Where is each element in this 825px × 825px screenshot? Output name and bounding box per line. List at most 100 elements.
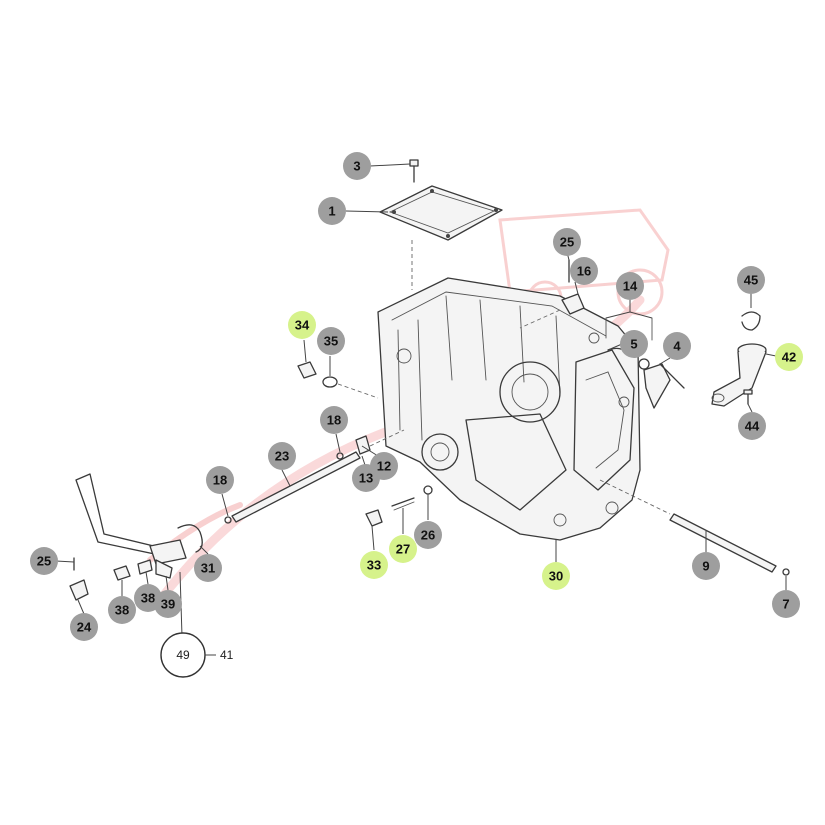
callout-badge xyxy=(737,266,765,294)
callout-26: 26 xyxy=(414,521,442,549)
callout-label: 26 xyxy=(421,528,435,543)
elbow-pipe xyxy=(711,311,767,407)
callout-badge xyxy=(154,590,182,618)
callout-label: 27 xyxy=(396,542,410,557)
callout-badge xyxy=(70,613,98,641)
small-fittings xyxy=(365,485,433,527)
cover-bolt xyxy=(409,159,419,183)
callout-label: 16 xyxy=(577,264,591,279)
shaft-23 xyxy=(224,429,405,524)
callout-label: 4 xyxy=(673,339,681,354)
callout-badge xyxy=(288,311,316,339)
callout-31: 31 xyxy=(194,554,222,582)
callout-badge xyxy=(616,272,644,300)
callout-9: 9 xyxy=(692,552,720,580)
callout-label: 35 xyxy=(324,334,338,349)
callout-label: 44 xyxy=(745,419,760,434)
callout-label: 14 xyxy=(623,279,638,294)
callout-badge xyxy=(343,152,371,180)
cover-plate xyxy=(379,185,503,290)
callout-badge xyxy=(317,327,345,355)
shaft-9 xyxy=(599,479,790,576)
transmission-case xyxy=(377,277,641,541)
callout-badge xyxy=(414,521,442,549)
callout-badge xyxy=(30,547,58,575)
callout-badge xyxy=(318,197,346,225)
shift-fork-assembly xyxy=(605,317,685,409)
callout-45: 45 xyxy=(737,266,765,294)
callout-label: 39 xyxy=(161,597,175,612)
callout-label: 18 xyxy=(213,473,227,488)
callout-badge xyxy=(738,412,766,440)
callout-badge xyxy=(194,554,222,582)
callout-label: 25 xyxy=(560,235,574,250)
callout-label: 7 xyxy=(782,597,789,612)
callout-25: 25 xyxy=(553,228,581,256)
callout-badge xyxy=(108,596,136,624)
callout-badge xyxy=(663,332,691,360)
callout-badge xyxy=(620,330,648,358)
callout-label: 45 xyxy=(744,273,758,288)
callout-label: 34 xyxy=(295,318,310,333)
callout-badge xyxy=(772,590,800,618)
callout-label: 13 xyxy=(359,471,373,486)
callout-33: 33 xyxy=(360,551,388,579)
callout-16: 16 xyxy=(570,257,598,285)
assembly-callout: 49 41 xyxy=(160,632,234,678)
callout-24: 24 xyxy=(70,613,98,641)
callout-label: 25 xyxy=(37,554,51,569)
callout-13: 13 xyxy=(352,464,380,492)
callout-label: 42 xyxy=(782,350,796,365)
callout-14: 14 xyxy=(616,272,644,300)
callout-18: 18 xyxy=(206,466,234,494)
callout-label: 9 xyxy=(702,559,709,574)
callout-label: 38 xyxy=(115,603,129,618)
callout-badge xyxy=(360,551,388,579)
callout-badge xyxy=(570,257,598,285)
callout-label: 18 xyxy=(327,413,341,428)
callout-23: 23 xyxy=(268,442,296,470)
callout-label: 30 xyxy=(549,569,563,584)
callout-5: 5 xyxy=(620,330,648,358)
callout-badge xyxy=(542,562,570,590)
callout-34: 34 xyxy=(288,311,316,339)
callout-18: 18 xyxy=(320,406,348,434)
callout-44: 44 xyxy=(738,412,766,440)
assembly-leader-label: 41 xyxy=(220,648,234,662)
callout-badge xyxy=(389,535,417,563)
callout-4: 4 xyxy=(663,332,691,360)
callout-25: 25 xyxy=(30,547,58,575)
callout-label: 24 xyxy=(77,620,92,635)
callout-label: 1 xyxy=(328,204,335,219)
callout-27: 27 xyxy=(389,535,417,563)
callout-badge xyxy=(692,552,720,580)
callout-label: 12 xyxy=(377,459,391,474)
callout-label: 38 xyxy=(141,591,155,606)
leader-lines xyxy=(55,163,787,615)
callout-1: 1 xyxy=(318,197,346,225)
assembly-circle-label: 49 xyxy=(176,648,190,662)
callout-label: 23 xyxy=(275,449,289,464)
callout-7: 7 xyxy=(772,590,800,618)
callout-label: 33 xyxy=(367,558,381,573)
callout-39: 39 xyxy=(154,590,182,618)
callout-label: 5 xyxy=(630,337,637,352)
drain-plug xyxy=(297,361,379,399)
sleeve-part xyxy=(519,259,585,329)
callout-badge xyxy=(206,466,234,494)
callout-badge xyxy=(352,464,380,492)
callout-35: 35 xyxy=(317,327,345,355)
callout-3: 3 xyxy=(343,152,371,180)
callout-badge xyxy=(775,343,803,371)
callout-badge xyxy=(553,228,581,256)
callout-badge xyxy=(268,442,296,470)
callout-label: 3 xyxy=(353,159,360,174)
callout-30: 30 xyxy=(542,562,570,590)
callout-42: 42 xyxy=(775,343,803,371)
callout-label: 31 xyxy=(201,561,215,576)
callout-badge xyxy=(320,406,348,434)
callout-38: 38 xyxy=(108,596,136,624)
shift-lever-assembly xyxy=(69,473,203,637)
